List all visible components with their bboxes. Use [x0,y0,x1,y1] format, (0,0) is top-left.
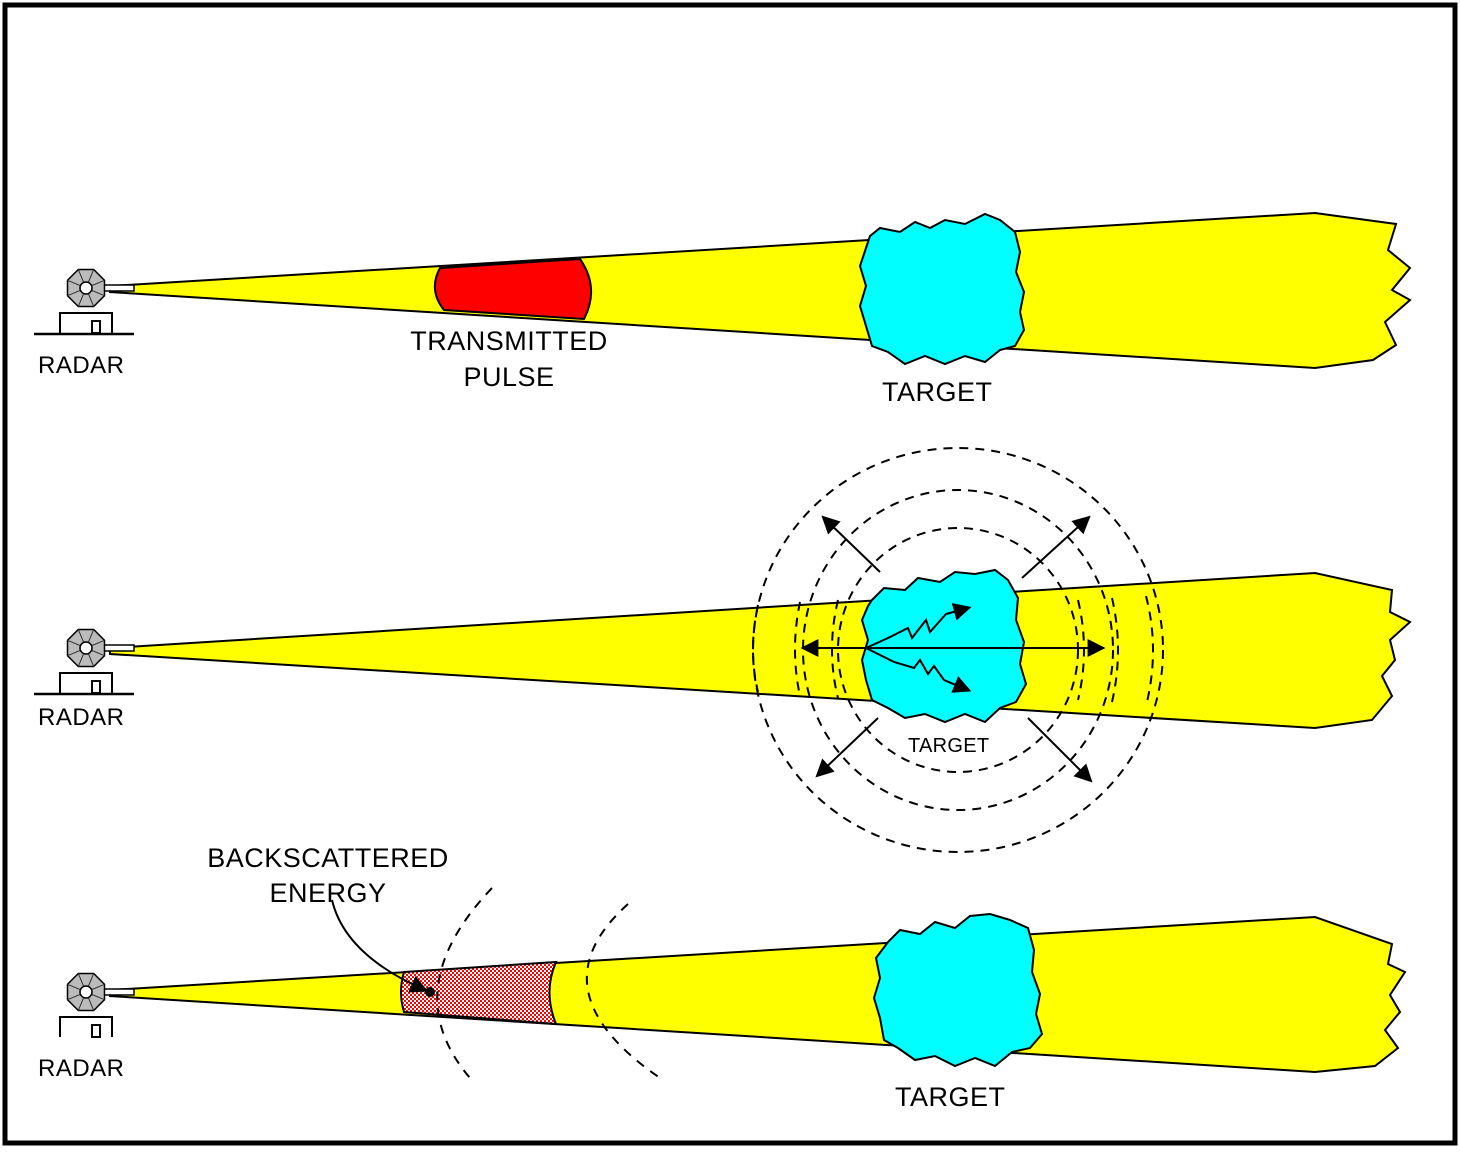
radar-antenna-icon [59,972,135,1038]
wavefront-arcs [752,595,1154,707]
energy-label-line1: BACKSCATTERED [207,843,449,873]
panel-3 [109,887,1407,1079]
radar-label: RADAR [38,352,125,379]
pulse-label-line1: TRANSMITTED [410,326,608,356]
energy-callout-dot [425,987,435,997]
energy-label-line2: ENERGY [269,878,387,908]
radar-antenna-icon [34,628,135,696]
target-cloud [858,212,1026,366]
target-label: TARGET [882,377,993,407]
target-cloud [872,912,1044,1068]
radar-beam [109,915,1407,1074]
internal-scatter-paths [865,603,972,693]
radar-beam [109,211,1412,370]
scatter-wavefronts [752,447,1164,853]
pulse-label-line2: PULSE [463,362,555,392]
target-cloud [860,568,1028,724]
panel-1 [109,211,1412,370]
target-label: TARGET [908,735,990,757]
scatter-arrows [800,515,1106,783]
radar-label: RADAR [38,704,125,731]
transmitted-pulse [433,257,593,321]
energy-callout-leader [331,899,429,993]
radar-antenna-icon [34,268,135,336]
panel-2 [109,447,1412,853]
radar-label: RADAR [38,1055,125,1082]
radar-beam [109,571,1412,730]
target-label: TARGET [895,1082,1006,1112]
